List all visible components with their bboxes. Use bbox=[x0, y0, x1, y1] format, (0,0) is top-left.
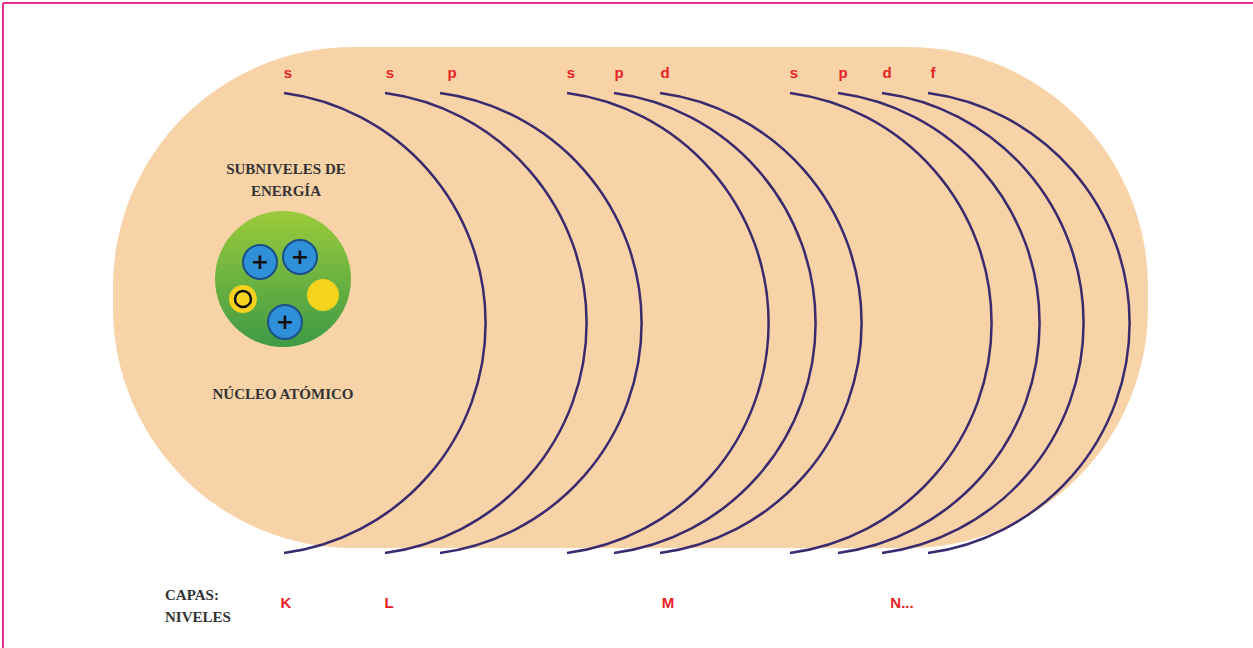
sublevel-arc bbox=[660, 93, 862, 553]
proton-sign: + bbox=[251, 251, 269, 273]
proton-sign: + bbox=[291, 246, 309, 268]
level-letter: p bbox=[447, 64, 456, 81]
neutron-ring bbox=[235, 291, 251, 307]
level-letter: s bbox=[284, 64, 292, 81]
sublevel-arc bbox=[614, 93, 816, 553]
energy-band: SUBNIVELES DE ENERGÍA NÚCLEO ATÓMICO bbox=[113, 47, 1148, 548]
level-letter: M bbox=[662, 594, 675, 611]
sublevel-arc bbox=[790, 93, 992, 553]
proton bbox=[243, 245, 277, 279]
band-fill bbox=[113, 47, 1148, 548]
level-letter: f bbox=[931, 64, 936, 81]
nucleus-heading: NÚCLEO ATÓMICO bbox=[208, 383, 358, 405]
frame-line bbox=[2, 3, 4, 648]
level-letter: K bbox=[281, 594, 292, 611]
level-letter: s bbox=[790, 64, 798, 81]
level-letter: L bbox=[384, 594, 393, 611]
sublevel-arc bbox=[838, 93, 1040, 553]
sublevel-arc bbox=[567, 93, 769, 553]
frame-line bbox=[3, 2, 1253, 4]
sublevel-arc bbox=[440, 93, 642, 553]
level-letter: d bbox=[882, 64, 891, 81]
neutron bbox=[229, 285, 257, 313]
level-letter: p bbox=[838, 64, 847, 81]
level-letter: d bbox=[660, 64, 669, 81]
sublevel-arc bbox=[385, 93, 587, 553]
nucleus bbox=[215, 211, 351, 347]
band-heading: SUBNIVELES DE ENERGÍA bbox=[211, 158, 361, 202]
neutron bbox=[307, 279, 339, 311]
sublevel-arc bbox=[882, 93, 1084, 553]
proton-sign: + bbox=[276, 311, 294, 333]
proton bbox=[268, 305, 302, 339]
level-letter: s bbox=[567, 64, 575, 81]
axis-label: CAPAS: NIVELES bbox=[165, 584, 245, 628]
sublevel-arc bbox=[928, 93, 1130, 553]
proton bbox=[283, 240, 317, 274]
level-letter: p bbox=[614, 64, 623, 81]
level-letter: s bbox=[386, 64, 394, 81]
level-letter: N... bbox=[890, 594, 913, 611]
